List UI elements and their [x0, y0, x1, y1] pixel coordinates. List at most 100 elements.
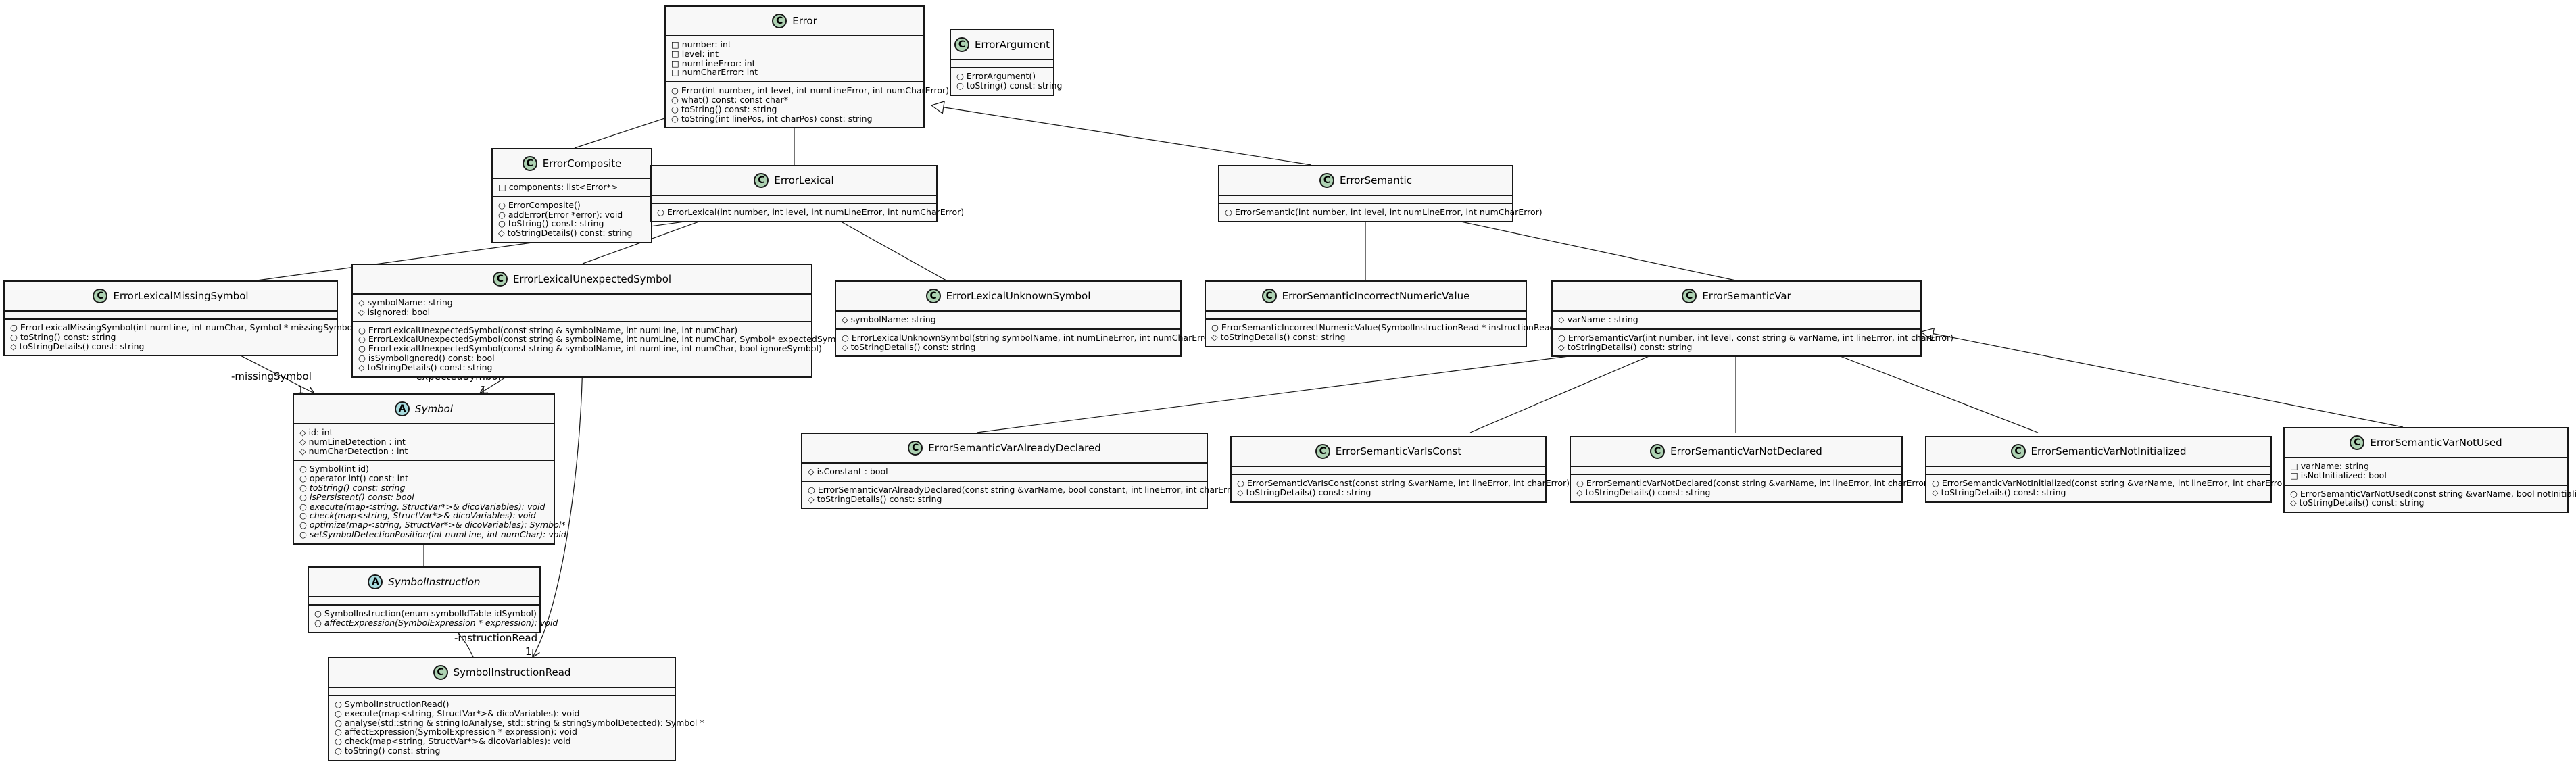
class-icon: C: [1315, 444, 1330, 459]
member-line: ○ execute(map<string, StructVar*>& dicoV…: [299, 501, 545, 512]
member-line: ○ toString(int linePos, int charPos) con…: [671, 113, 873, 124]
class-name: ErrorLexicalMissingSymbol: [113, 290, 249, 302]
class-name: ErrorSemanticVarIsConst: [1335, 445, 1462, 458]
member-line: ○ setSymbolDetectionPosition(int numLine…: [299, 529, 566, 539]
class-name: ErrorSemanticVarNotUsed: [2370, 437, 2502, 449]
class-icon: C: [492, 272, 508, 287]
fields-section: [1926, 467, 2270, 474]
class-icon: C: [1319, 173, 1335, 188]
missing-symbol-multiplicity: 1: [297, 384, 304, 396]
class-name: ErrorSemanticVar: [1702, 290, 1791, 302]
fields-section: □ components: list<Error*>: [493, 179, 651, 196]
member-line: □ components: list<Error*>: [498, 182, 618, 192]
member-line: ◇ toStringDetails() const: string: [1237, 487, 1371, 497]
methods-section: ○ ErrorSemantic(int number, int level, i…: [1219, 203, 1542, 221]
methods-section: ○ ErrorSemanticVarAlreadyDeclared(const …: [802, 480, 1242, 508]
fields-section: [1571, 467, 1901, 474]
member-line: ○ check(map<string, StructVar*>& dicoVar…: [335, 736, 571, 747]
member-line: ○ isPersistent() const: bool: [299, 491, 414, 502]
member-line: ◇ toStringDetails() const: string: [358, 362, 493, 372]
methods-section: ○ ErrorLexical(int number, int level, in…: [652, 203, 965, 221]
member-line: ◇ symbolName: string: [842, 314, 936, 324]
member-line: ◇ toStringDetails() const: string: [842, 341, 976, 352]
fields-section: [309, 597, 539, 604]
member-line: ○ ErrorSemanticVarIsConst(const string &…: [1237, 478, 1570, 488]
class-name: Error: [792, 15, 817, 27]
class-name: ErrorSemanticVarAlreadyDeclared: [928, 442, 1101, 454]
fields-section: [951, 60, 1053, 67]
methods-section: ○ Symbol(int id)○ operator int() const: …: [294, 460, 566, 543]
methods-section: ○ ErrorSemanticVarNotDeclared(const stri…: [1571, 474, 1930, 501]
methods-section: ○ ErrorArgument()○ toString() const: str…: [951, 67, 1063, 95]
member-line: ○ ErrorLexical(int number, int level, in…: [657, 207, 965, 217]
methods-section: ○ SymbolInstruction(enum symbolIdTable i…: [309, 604, 558, 632]
fields-section: ◇ symbolName: string: [836, 312, 1180, 328]
member-line: □ isNotInitialized: bool: [2290, 470, 2387, 481]
member-line: ○ ErrorLexicalUnexpectedSymbol(const str…: [358, 334, 852, 345]
member-line: □ level: int: [671, 48, 719, 59]
class-icon: C: [93, 289, 108, 303]
class-icon: C: [2350, 435, 2365, 450]
member-line: □ number: int: [671, 39, 731, 49]
member-line: □ varName: string: [2290, 461, 2369, 471]
class-error-semantic-var-is-const[interactable]: C ErrorSemanticVarIsConst ○ ErrorSemanticV…: [1230, 436, 1570, 503]
member-line: ○ ErrorArgument(): [956, 71, 1036, 81]
class-name: ErrorLexicalUnexpectedSymbol: [512, 273, 672, 285]
unexpected-read-multiplicity: 1: [525, 645, 532, 658]
member-line: ○ toString() const: string: [335, 745, 441, 756]
class-header: C ErrorSemanticVarNotUsed: [2285, 428, 2567, 458]
class-header: C ErrorLexicalUnexpectedSymbol: [353, 265, 811, 295]
methods-section: ○ ErrorSemanticIncorrectNumericValue(Sym…: [1206, 318, 1559, 346]
member-line: ◇ varName : string: [1558, 314, 1638, 324]
class-icon: C: [1261, 289, 1277, 303]
member-line: ○ toString() const: string: [956, 80, 1063, 91]
class-icon: C: [1650, 444, 1666, 459]
member-line: ○ toString() const: string: [299, 482, 406, 493]
inherit-line-notinit-var: [1808, 343, 2039, 433]
fields-section: [1206, 312, 1526, 318]
methods-section: ○ ErrorSemanticVarIsConst(const string &…: [1232, 474, 1570, 501]
class-error-semantic-var-not-used[interactable]: C ErrorSemanticVarNotUsed □ varName: strin…: [2283, 427, 2576, 514]
member-line: ○ ErrorSemanticIncorrectNumericValue(Sym…: [1211, 322, 1559, 333]
class-icon: C: [433, 665, 448, 680]
member-line: ◇ id: int: [299, 427, 333, 437]
class-name: ErrorSemanticVarNotInitialized: [2031, 445, 2187, 458]
member-line: ○ Symbol(int id): [299, 464, 369, 474]
member-line: ◇ isConstant : bool: [808, 466, 888, 476]
class-icon: C: [2010, 444, 2026, 459]
member-line: ○ analyse(std::string & stringToAnalyse,…: [335, 717, 704, 728]
class-name: ErrorArgument: [975, 39, 1050, 51]
member-line: ○ ErrorSemanticVar(int number, int level…: [1558, 332, 1954, 343]
class-name: ErrorComposite: [542, 157, 622, 170]
member-line: ○ operator int() const: int: [299, 473, 408, 484]
inherit-line-notused-var: [1927, 332, 2404, 428]
class-header: C ErrorLexicalMissingSymbol: [5, 282, 337, 312]
class-name: SymbolInstructionRead: [453, 666, 571, 679]
abstract-class-icon: A: [368, 574, 383, 589]
member-line: ◇ toStringDetails() const: string: [1558, 341, 1693, 352]
fields-section: [1232, 467, 1545, 474]
member-line: ○ ErrorComposite(): [498, 199, 581, 210]
class-header: C ErrorSemanticVarNotInitialized: [1926, 437, 2270, 467]
